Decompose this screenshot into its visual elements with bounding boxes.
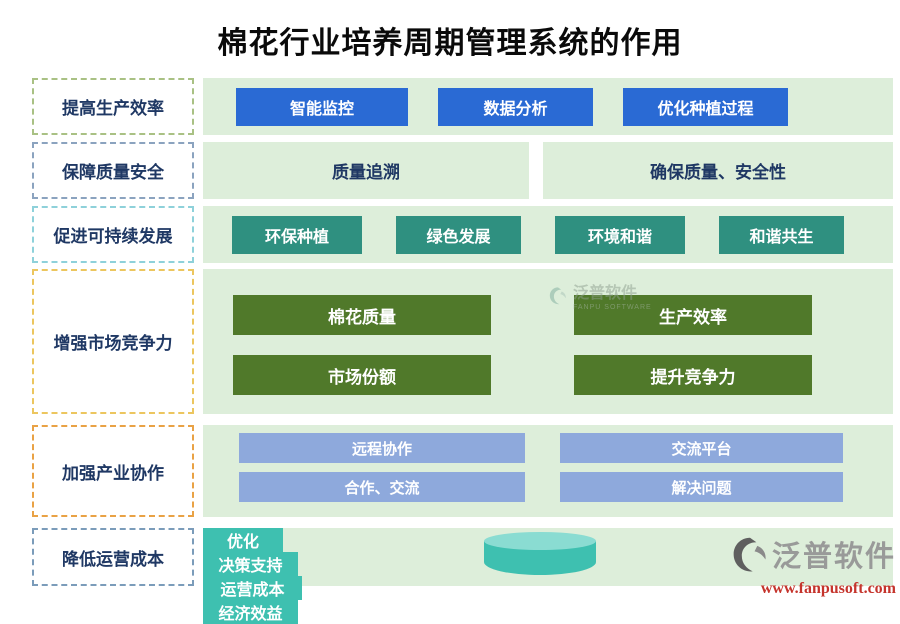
- row-container-quality-safety: 质量追溯 确保质量、安全性: [203, 142, 893, 199]
- row-improve-efficiency: 提高生产效率 智能监控 数据分析 优化种植过程: [32, 78, 893, 135]
- row-market-competitiveness: 增强市场竞争力 棉花质量 生产效率 市场份额 提升竞争力 泛普软件 FANPU …: [32, 269, 893, 414]
- item-decision-support: 决策支持: [203, 552, 298, 576]
- diagram-body: 提高生产效率 智能监控 数据分析 优化种植过程 保障质量安全 质量追溯 确保质量…: [32, 78, 893, 624]
- item-data-analysis: 数据分析: [438, 87, 593, 126]
- item-operating-cost: 运营成本: [203, 576, 302, 600]
- item-quality-trace: 质量追溯: [203, 142, 529, 199]
- item-environment-harmony: 环境和谐: [555, 215, 685, 254]
- item-boost-competitiveness: 提升竞争力: [574, 355, 812, 395]
- item-cotton-quality: 棉花质量: [233, 295, 491, 335]
- row-container-reduce-cost: 优化 决策支持 运营成本 经济效益: [203, 528, 893, 624]
- row-quality-safety: 保障质量安全 质量追溯 确保质量、安全性: [32, 142, 893, 199]
- item-ensure-quality-safety: 确保质量、安全性: [543, 142, 893, 199]
- item-optimize-planting: 优化种植过程: [623, 87, 788, 126]
- footer-url-text: www.fanpusoft.com: [760, 580, 896, 598]
- footer-brand-text: 泛普软件: [771, 541, 896, 574]
- row-industry-collaboration: 加强产业协作 远程协作 交流平台 合作、交流 解决问题: [32, 425, 893, 517]
- item-harmonious-coexistence: 和谐共生: [719, 215, 844, 254]
- item-optimize: 优化: [203, 528, 283, 552]
- row-container-collaboration: 远程协作 交流平台 合作、交流 解决问题: [203, 425, 893, 517]
- category-label-reduce-cost: 降低运营成本: [32, 528, 194, 586]
- category-label-competitiveness: 增强市场竞争力: [32, 269, 194, 414]
- category-label-sustainable: 促进可持续发展: [32, 206, 194, 263]
- footer-brand-logo: 泛普软件 www.fanpusoft.com: [730, 535, 896, 598]
- row-reduce-operating-cost: 降低运营成本 优化 决策支持 运营成本 经济效益: [32, 528, 893, 624]
- page-title: 棉花行业培养周期管理系统的作用: [217, 27, 683, 60]
- fanpu-watermark-logo-icon: [548, 286, 568, 311]
- category-label-improve-efficiency: 提高生产效率: [32, 78, 194, 135]
- category-label-collaboration: 加强产业协作: [32, 425, 194, 517]
- row-sustainable-development: 促进可持续发展 环保种植 绿色发展 环境和谐 和谐共生: [32, 206, 893, 263]
- item-exchange-platform: 交流平台: [560, 433, 843, 463]
- item-economic-benefit: 经济效益: [203, 600, 298, 624]
- item-market-share: 市场份额: [233, 355, 491, 395]
- item-production-efficiency: 生产效率: [574, 295, 812, 335]
- row-container-competitiveness: 棉花质量 生产效率 市场份额 提升竞争力 泛普软件 FANPU SOFTWARE: [203, 269, 893, 414]
- row-container-improve-efficiency: 智能监控 数据分析 优化种植过程: [203, 78, 893, 135]
- item-solve-problems: 解决问题: [560, 472, 843, 502]
- item-remote-collaboration: 远程协作: [239, 433, 525, 463]
- item-cooperate-exchange: 合作、交流: [239, 472, 525, 502]
- item-eco-planting: 环保种植: [232, 215, 362, 254]
- category-label-quality-safety: 保障质量安全: [32, 142, 194, 199]
- fanpu-logo-icon: [730, 535, 770, 580]
- database-cylinder-icon: [484, 532, 596, 575]
- item-smart-monitoring: 智能监控: [236, 87, 408, 126]
- row-container-sustainable: 环保种植 绿色发展 环境和谐 和谐共生: [203, 206, 893, 263]
- item-green-development: 绿色发展: [396, 215, 521, 254]
